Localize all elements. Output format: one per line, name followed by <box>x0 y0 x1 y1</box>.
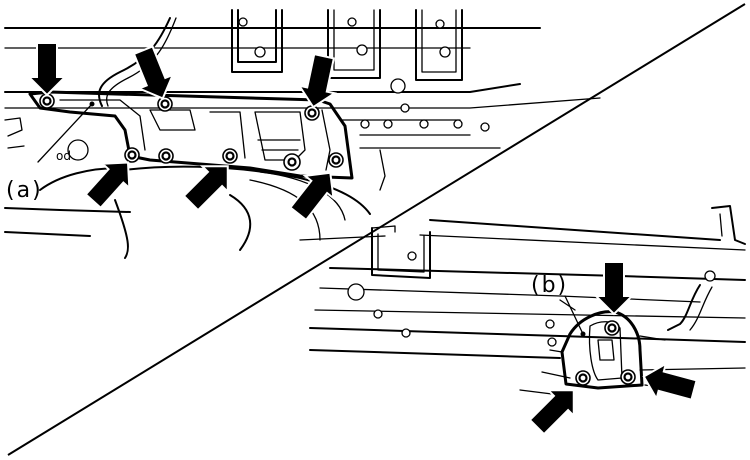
bolt <box>328 152 344 168</box>
arrow-icon <box>84 161 131 210</box>
bolt <box>283 153 301 171</box>
arrow-icon <box>26 42 68 97</box>
callout-a-label: (a) <box>6 178 43 203</box>
arrow-icon <box>297 53 338 109</box>
bolt <box>157 96 173 112</box>
upper-view: (a) od <box>4 9 601 259</box>
bolt <box>124 147 140 163</box>
lower-view: (b) <box>309 205 746 436</box>
bolt <box>604 320 620 336</box>
callout-b-label: (b) <box>531 273 568 298</box>
bolt <box>620 369 636 385</box>
arrow-icon <box>528 389 575 436</box>
bolt <box>222 148 238 164</box>
bolt <box>575 370 591 386</box>
bolt <box>304 105 320 121</box>
arrow-icon <box>289 171 335 222</box>
arrow-icon <box>642 361 698 402</box>
divider-line <box>7 3 746 456</box>
arrow-icon <box>593 261 635 316</box>
callout-a-leader <box>37 103 93 163</box>
part-code-label: od <box>56 149 71 163</box>
arrow-icon <box>132 45 175 100</box>
bolt <box>158 148 174 164</box>
arrow-icon <box>182 165 229 212</box>
callout-b-leader <box>564 295 584 335</box>
bolt <box>39 93 55 109</box>
